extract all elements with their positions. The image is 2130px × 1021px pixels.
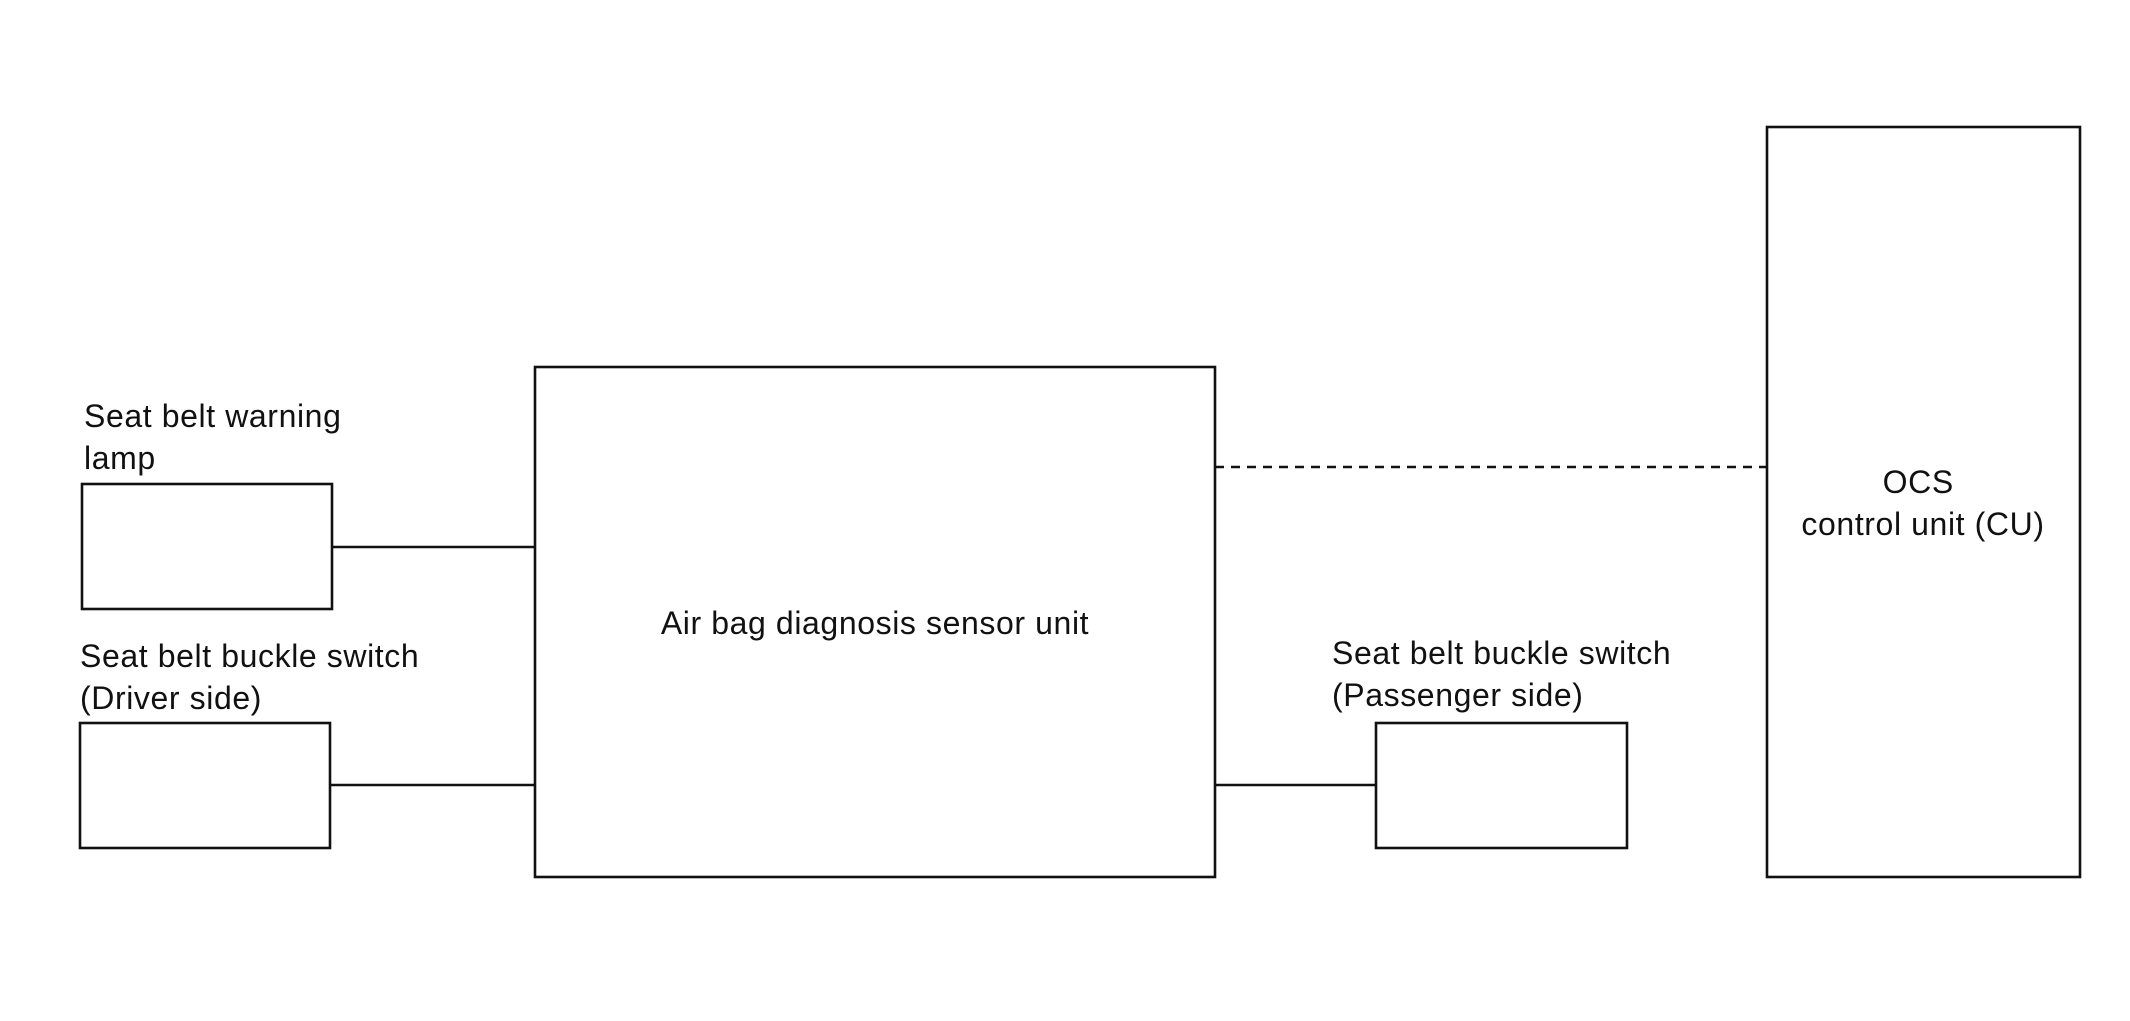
warning-lamp-label-line-2: lamp	[84, 440, 156, 476]
driver-buckle-switch-label-line-1: Seat belt buckle switch	[80, 638, 419, 674]
warning-lamp-label-line-1: Seat belt warning	[84, 398, 341, 434]
ocs-control-unit-label-line-2: control unit (CU)	[1801, 506, 2044, 542]
warning-lamp-label: Seat belt warning lamp	[84, 398, 351, 476]
driver-buckle-switch-label: Seat belt buckle switch (Driver side)	[80, 638, 429, 716]
ocs-control-unit-label: OCS control unit (CU)	[1801, 464, 2044, 542]
ocs-control-unit-label-line-1: OCS	[1883, 464, 1954, 500]
passenger-buckle-switch-label-line-1: Seat belt buckle switch	[1332, 635, 1671, 671]
airbag-sensor-unit-box	[533, 365, 1217, 879]
driver-buckle-switch-label-line-2: (Driver side)	[80, 680, 262, 716]
airbag-sensor-unit-label: Air bag diagnosis sensor unit	[661, 605, 1089, 641]
passenger-buckle-switch-label-line-2: (Passenger side)	[1332, 677, 1584, 713]
warning-lamp-box	[80, 482, 334, 611]
driver-buckle-switch-box	[78, 721, 332, 850]
passenger-buckle-switch-box	[1374, 721, 1629, 850]
ocs-control-unit-box	[1765, 125, 2082, 879]
passenger-buckle-switch-label: Seat belt buckle switch (Passenger side)	[1332, 635, 1681, 713]
